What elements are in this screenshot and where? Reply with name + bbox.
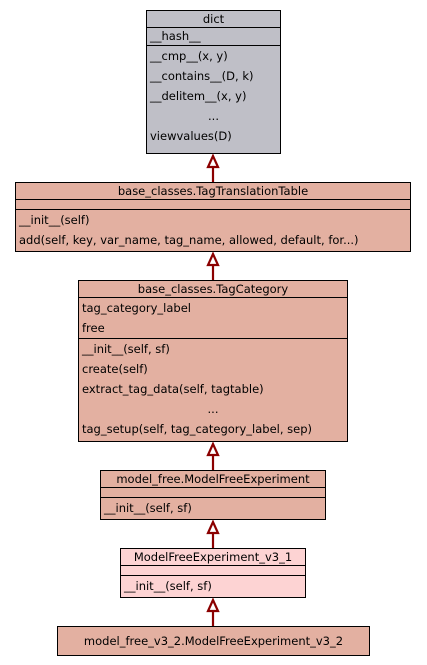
arrow-tagcategory-to-tagtranslationtable — [206, 251, 220, 280]
class-model-free-experiment-v3-2[interactable]: model_free_v3_2.ModelFreeExperiment_v3_2 — [57, 626, 370, 656]
method-add: add(self, key, var_name, tag_name, allow… — [19, 233, 359, 247]
class-model-free-experiment[interactable]: model_free.ModelFreeExperiment __init__(… — [100, 470, 326, 520]
method-viewvalues: viewvalues(D) — [150, 129, 232, 143]
method-delitem: __delitem__(x, y) — [150, 89, 247, 103]
class-tag-translation-table[interactable]: base_classes.TagTranslationTable __init_… — [15, 182, 411, 252]
arrow-v3-2-to-v3-1 — [206, 597, 220, 626]
method-init: __init__(self, sf) — [104, 501, 192, 515]
method-contains: __contains__(D, k) — [150, 69, 254, 83]
method-ellipsis: ... — [208, 109, 219, 123]
method-ellipsis: ... — [207, 402, 219, 416]
class-model-free-experiment-v3-1-name: ModelFreeExperiment_v3_1 — [133, 550, 293, 564]
class-dict-name: dict — [202, 12, 225, 26]
method-create: create(self) — [82, 362, 148, 376]
arrow-v3-1-to-modelfreeexperiment — [206, 519, 220, 548]
class-tag-translation-table-name: base_classes.TagTranslationTable — [117, 184, 309, 198]
attr-hash: __hash__ — [150, 29, 201, 43]
method-tag-setup: tag_setup(self, tag_category_label, sep) — [82, 422, 313, 436]
arrow-tagtranslationtable-to-dict — [206, 153, 220, 182]
arrow-modelfreeexperiment-to-tagcategory — [206, 441, 220, 470]
class-model-free-experiment-v3-1[interactable]: ModelFreeExperiment_v3_1 __init__(self, … — [120, 548, 306, 598]
attr-free: free — [82, 321, 105, 335]
class-tag-category[interactable]: base_classes.TagCategory tag_category_la… — [78, 280, 348, 442]
class-model-free-experiment-v3-2-name: model_free_v3_2.ModelFreeExperiment_v3_2 — [83, 634, 344, 648]
method-cmp: __cmp__(x, y) — [150, 49, 228, 63]
method-init: __init__(self) — [19, 213, 90, 227]
attr-tag-category-label: tag_category_label — [82, 301, 191, 315]
class-model-free-experiment-name: model_free.ModelFreeExperiment — [116, 472, 310, 486]
class-dict[interactable]: dict __hash__ __cmp__(x, y) __contains__… — [146, 10, 281, 154]
method-init: __init__(self, sf) — [124, 579, 212, 593]
method-extract-tag-data: extract_tag_data(self, tagtable) — [82, 382, 264, 396]
class-tag-category-name: base_classes.TagCategory — [137, 282, 289, 296]
method-init: __init__(self, sf) — [82, 342, 170, 356]
